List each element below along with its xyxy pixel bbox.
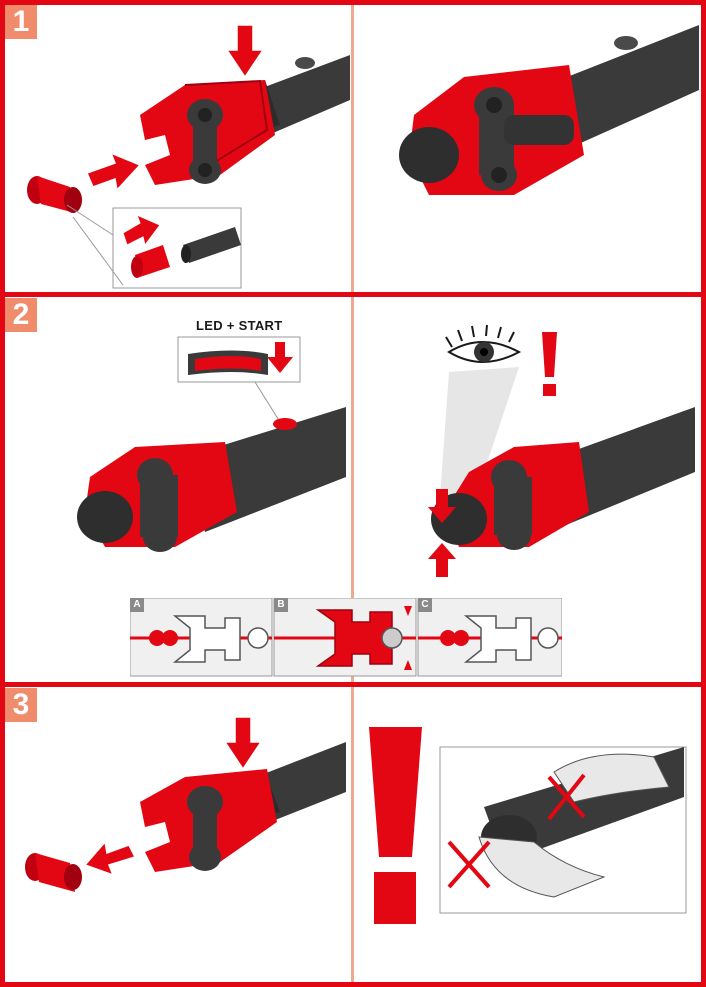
pipe-end — [77, 491, 133, 543]
panel-3-warning — [369, 727, 687, 924]
jaw-state-b — [273, 598, 417, 677]
eye-icon — [445, 324, 522, 363]
pipe-fitting — [25, 853, 82, 892]
arrow-up-icon — [428, 543, 456, 577]
panel-2-start — [77, 336, 346, 552]
led-start-button-callout — [177, 336, 301, 423]
step-number-1: 1 — [5, 5, 37, 39]
jaw-state-label-a: A — [130, 598, 144, 612]
row-divider-1 — [0, 292, 706, 297]
col-divider-3 — [351, 687, 354, 982]
x-mark-icon — [447, 840, 491, 889]
line-of-sight — [439, 367, 519, 517]
jaw-state-a — [130, 598, 273, 677]
arrow-down-icon — [223, 716, 263, 771]
press-jaw — [140, 769, 277, 872]
panel-2-pressing — [428, 324, 695, 577]
hands-illustration — [439, 746, 687, 914]
press-jaw — [140, 79, 275, 185]
step-number-3: 3 — [5, 688, 37, 722]
arrow-right-icon — [85, 151, 142, 192]
exclamation-icon — [369, 727, 422, 924]
col-divider-2 — [351, 297, 354, 682]
exclamation-icon — [542, 332, 557, 396]
arrow-left-icon — [83, 840, 137, 877]
led-start-label: LED + START — [196, 318, 283, 333]
panel-1-insert-jaw — [27, 24, 350, 289]
x-mark-icon — [547, 773, 586, 821]
jaw-state-label-c: C — [418, 598, 432, 612]
row-divider-2 — [0, 682, 706, 687]
led-start-button — [273, 418, 297, 430]
jaw-state-c — [417, 598, 562, 677]
arrow-down-icon — [428, 489, 456, 523]
pipe-end — [399, 127, 459, 183]
detail-inset — [66, 204, 242, 289]
panel-1-jaw-inserted — [399, 25, 699, 195]
step-number-2: 2 — [5, 298, 37, 332]
jaw-states-strip — [130, 598, 562, 677]
arrow-down-icon — [267, 342, 293, 373]
panel-3-remove-jaw — [25, 716, 346, 892]
arrow-down-icon — [225, 24, 265, 79]
pipe-fitting — [27, 176, 82, 213]
col-divider-1 — [351, 5, 354, 292]
jaw-state-label-b: B — [274, 598, 288, 612]
